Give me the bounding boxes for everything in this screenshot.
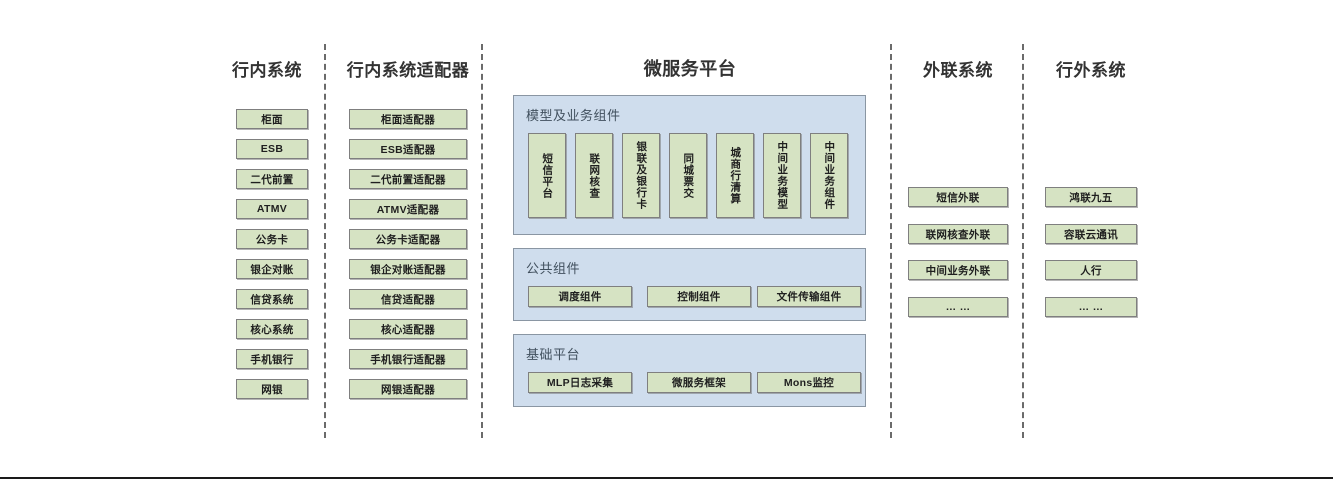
node-outside-bank-system[interactable]: 容联云通讯 (1045, 224, 1137, 244)
node-internal-adapter[interactable]: 二代前置适配器 (349, 169, 467, 189)
node-common-component[interactable]: 文件传输组件 (757, 286, 861, 307)
divider-3 (890, 44, 892, 438)
node-common-component[interactable]: 控制组件 (647, 286, 751, 307)
column-title-internal-systems: 行内系统 (232, 61, 302, 80)
node-internal-adapter[interactable]: 信贷适配器 (349, 289, 467, 309)
node-internal-adapter[interactable]: 公务卡适配器 (349, 229, 467, 249)
column-title-outside-bank-systems: 行外系统 (1056, 61, 1126, 80)
node-external-link-system[interactable]: … … (908, 297, 1008, 317)
node-base-platform-component[interactable]: MLP日志采集 (528, 372, 632, 393)
column-title-internal-adapters: 行内系统适配器 (346, 61, 470, 80)
panel-base-platform: 基础平台 (513, 334, 866, 407)
node-internal-system[interactable]: ATMV (236, 199, 308, 219)
node-outside-bank-system[interactable]: … … (1045, 297, 1137, 317)
bottom-rule (0, 477, 1333, 479)
node-internal-system[interactable]: 信贷系统 (236, 289, 308, 309)
node-internal-system[interactable]: 手机银行 (236, 349, 308, 369)
node-model-component[interactable]: 中间业务组件 (810, 133, 848, 218)
node-internal-system[interactable]: 二代前置 (236, 169, 308, 189)
node-model-component[interactable]: 同城票交 (669, 133, 707, 218)
node-internal-adapter[interactable]: 银企对账适配器 (349, 259, 467, 279)
node-internal-system[interactable]: 公务卡 (236, 229, 308, 249)
node-internal-adapter[interactable]: 网银适配器 (349, 379, 467, 399)
node-internal-system[interactable]: ESB (236, 139, 308, 159)
node-internal-adapter[interactable]: 柜面适配器 (349, 109, 467, 129)
node-external-link-system[interactable]: 联网核查外联 (908, 224, 1008, 244)
node-outside-bank-system[interactable]: 鸿联九五 (1045, 187, 1137, 207)
node-internal-adapter[interactable]: 核心适配器 (349, 319, 467, 339)
node-external-link-system[interactable]: 短信外联 (908, 187, 1008, 207)
panel-title-common-components: 公共组件 (526, 261, 581, 276)
node-model-component[interactable]: 城商行清算 (716, 133, 754, 218)
node-outside-bank-system[interactable]: 人行 (1045, 260, 1137, 280)
node-model-component[interactable]: 银联及银行卡 (622, 133, 660, 218)
node-base-platform-component[interactable]: Mons监控 (757, 372, 861, 393)
node-internal-adapter[interactable]: ESB适配器 (349, 139, 467, 159)
divider-1 (324, 44, 326, 438)
node-internal-system[interactable]: 核心系统 (236, 319, 308, 339)
node-internal-system[interactable]: 银企对账 (236, 259, 308, 279)
node-internal-adapter[interactable]: 手机银行适配器 (349, 349, 467, 369)
divider-4 (1022, 44, 1024, 438)
node-internal-system[interactable]: 网银 (236, 379, 308, 399)
panel-title-base-platform: 基础平台 (526, 347, 581, 362)
node-model-component[interactable]: 短信平台 (528, 133, 566, 218)
node-external-link-system[interactable]: 中间业务外联 (908, 260, 1008, 280)
node-model-component[interactable]: 联网核查 (575, 133, 613, 218)
node-internal-system[interactable]: 柜面 (236, 109, 308, 129)
panel-title-model-and-business-components: 模型及业务组件 (526, 108, 621, 123)
column-title-microservice-platform: 微服务平台 (643, 59, 737, 79)
node-model-component[interactable]: 中间业务模型 (763, 133, 801, 218)
divider-2 (481, 44, 483, 438)
node-base-platform-component[interactable]: 微服务框架 (647, 372, 751, 393)
node-common-component[interactable]: 调度组件 (528, 286, 632, 307)
node-internal-adapter[interactable]: ATMV适配器 (349, 199, 467, 219)
column-title-external-link-systems: 外联系统 (923, 61, 993, 80)
panel-common-components: 公共组件 (513, 248, 866, 321)
